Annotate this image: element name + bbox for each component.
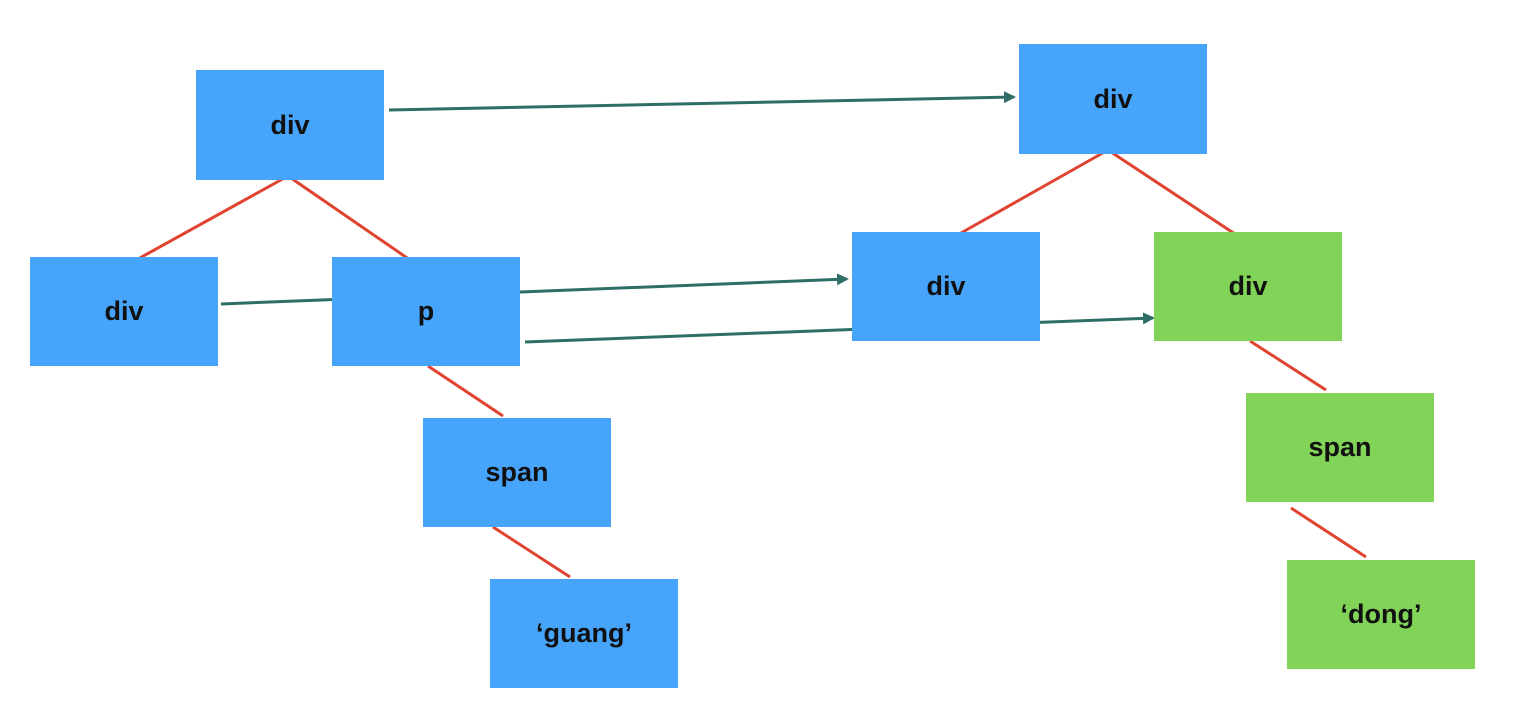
right-root-div-node: div xyxy=(1019,44,1207,154)
edge-left-p-span xyxy=(427,364,504,418)
left-root-div-node: div xyxy=(196,70,384,180)
left-root-div-label: div xyxy=(270,109,310,140)
left-child-p-node: p xyxy=(332,257,520,366)
edge-right-root-div2 xyxy=(1107,148,1239,238)
right-text-node: ‘dong’ xyxy=(1287,560,1475,669)
mapping-arrow-p xyxy=(524,312,1155,344)
edge-right-div2-span xyxy=(1249,339,1327,392)
edge-left-root-p xyxy=(287,174,414,264)
edge-left-root-div xyxy=(137,174,289,261)
edge-left-span-text xyxy=(492,525,571,579)
right-child-div-node: div xyxy=(852,232,1040,341)
left-span-node: span xyxy=(423,418,611,527)
left-text-node: ‘guang’ xyxy=(490,579,678,688)
mapping-arrow-root xyxy=(388,91,1016,112)
right-span-node: span xyxy=(1246,393,1434,502)
left-child-div-label: div xyxy=(104,296,144,326)
edge-right-span-text xyxy=(1290,506,1367,559)
left-child-p-label: p xyxy=(417,296,435,326)
mapping-arrow-div xyxy=(220,273,849,306)
right-span-label: span xyxy=(1308,432,1372,462)
edge-right-root-div xyxy=(960,148,1109,235)
right-text-label: ‘dong’ xyxy=(1340,599,1422,629)
left-text-label: ‘guang’ xyxy=(536,618,632,648)
left-span-label: span xyxy=(485,457,549,487)
right-root-div-label: div xyxy=(1093,83,1133,114)
left-child-div-node: div xyxy=(30,257,218,366)
right-changed-div-label: div xyxy=(1228,271,1268,301)
right-changed-div-node: div xyxy=(1154,232,1342,341)
right-child-div-label: div xyxy=(926,271,966,301)
